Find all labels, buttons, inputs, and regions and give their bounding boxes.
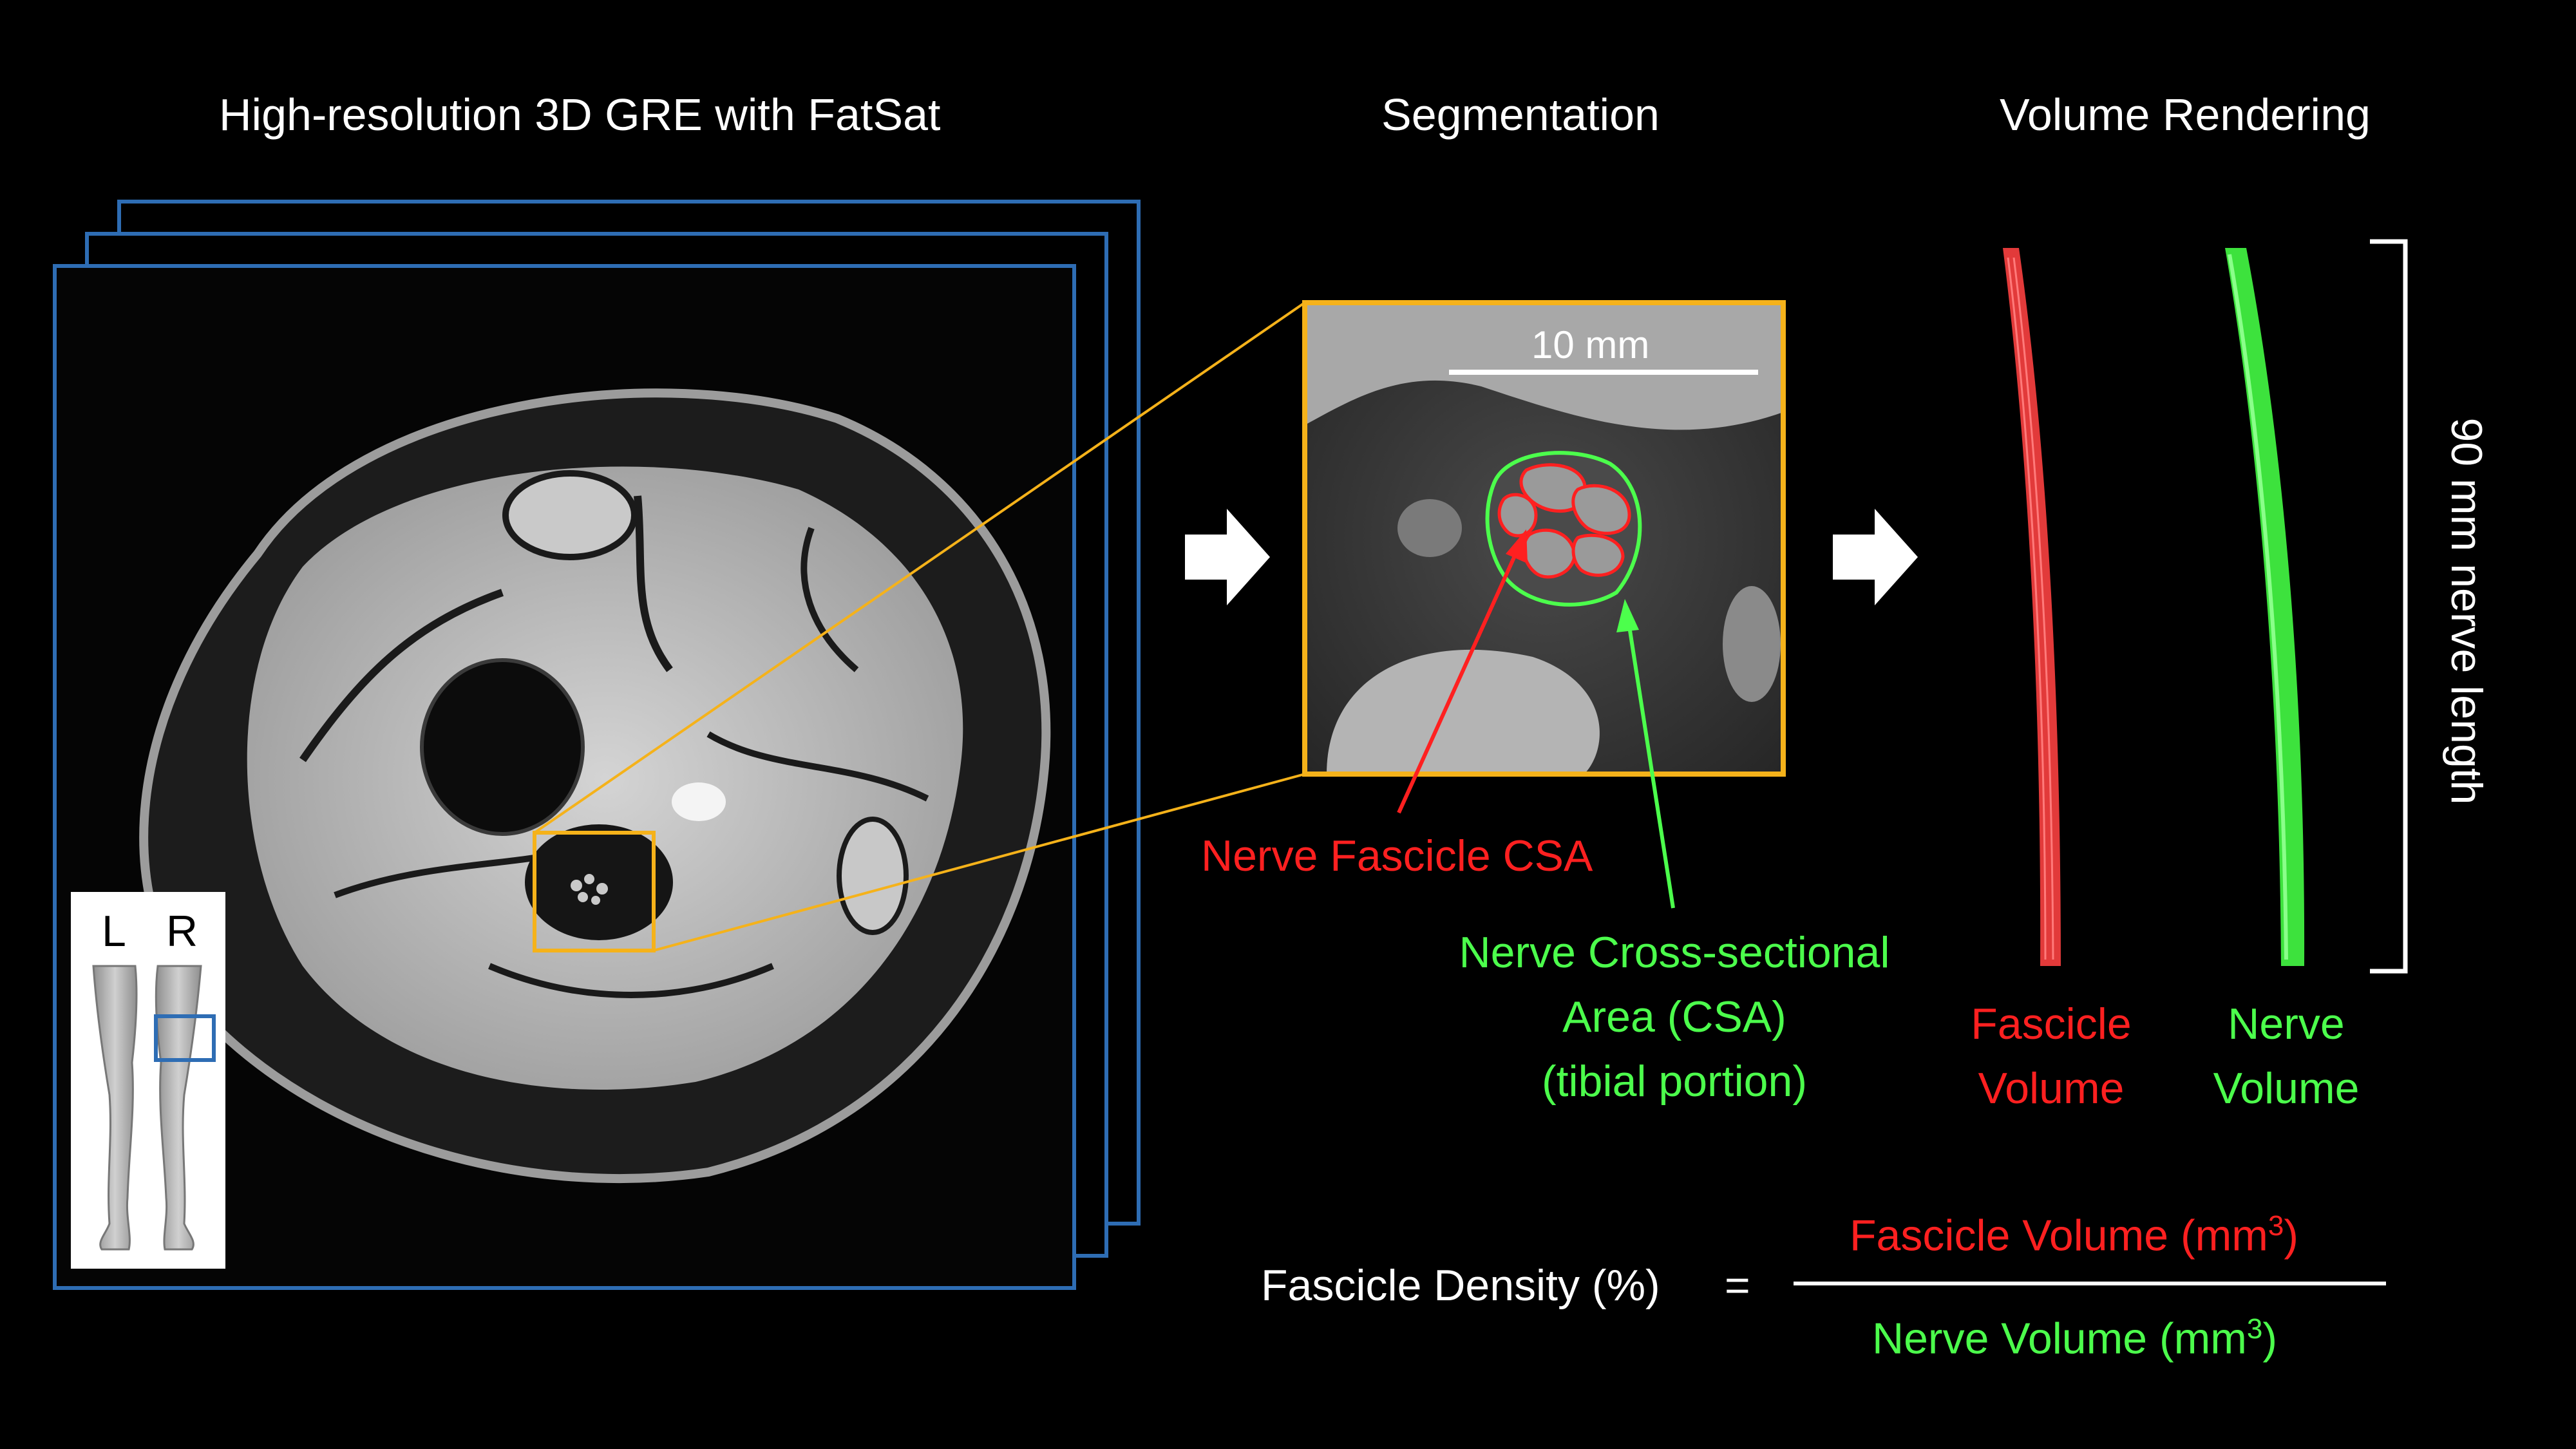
- lateral-muscle: [837, 817, 909, 935]
- fascicle-csa-pointer: [1397, 529, 1528, 814]
- nerve-csa-label-line3: (tibial portion): [1542, 1057, 1807, 1106]
- fascial-line: [634, 495, 673, 672]
- numerator-exponent: 3: [2268, 1210, 2284, 1242]
- zoom-muscle-top: [1305, 303, 1783, 430]
- header-mri: High-resolution 3D GRE with FatSat: [219, 90, 941, 140]
- formula-denominator: Nerve Volume (mm3): [1872, 1315, 2277, 1361]
- fascial-line: [800, 527, 859, 672]
- inset-location-box: [154, 1014, 216, 1062]
- fascicle-volume-label-line1: Fascicle: [1971, 999, 2132, 1048]
- formula-lhs: Fascicle Density (%): [1261, 1261, 1660, 1310]
- nerve-length-label: 90 mm nerve length: [2442, 417, 2491, 805]
- denominator-text: Nerve Volume (mm: [1872, 1314, 2247, 1363]
- blood-vessel: [672, 782, 726, 821]
- nerve-fascicles-small: [571, 874, 608, 905]
- fascial-line: [299, 589, 504, 762]
- fascicle-volume-rendering: [2003, 248, 2061, 966]
- zoom-projection-line-top: [533, 301, 1306, 834]
- arrow-right-icon: [1833, 509, 1918, 605]
- fascicle-strands: [2007, 257, 2054, 960]
- zoom-frame: [1302, 300, 1786, 777]
- fascial-line: [706, 731, 929, 802]
- denominator-exponent: 3: [2246, 1313, 2263, 1345]
- right-leg-drawing: [155, 965, 202, 1251]
- segmentation-zoom-panel: [1305, 303, 1783, 774]
- fascicle-volume-label-line2: Volume: [1978, 1064, 2125, 1113]
- leg-inset: [71, 892, 225, 1269]
- length-bracket: [2370, 239, 2408, 974]
- nerve-csa-label-line1: Nerve Cross-sectional: [1459, 928, 1890, 977]
- nerve-volume-label-line2: Volume: [2213, 1064, 2360, 1113]
- header-volume-rendering: Volume Rendering: [2000, 90, 2371, 140]
- nerve-volume-label-line1: Nerve: [2228, 999, 2345, 1048]
- muscle-mass: [247, 466, 963, 1090]
- fascicle-csa-label: Nerve Fascicle CSA: [1201, 831, 1593, 880]
- fascial-line: [488, 963, 774, 998]
- formula-equals: =: [1725, 1261, 1750, 1310]
- numerator-text: Fascicle Volume (mm: [1850, 1211, 2268, 1260]
- numerator-close: ): [2284, 1211, 2299, 1260]
- inset-right-label: R: [166, 907, 198, 956]
- fascicle-outlines: [1497, 463, 1631, 579]
- femur-bone: [420, 658, 585, 836]
- sciatic-fat-region: [525, 824, 673, 940]
- formula-numerator: Fascicle Volume (mm3): [1850, 1212, 2298, 1258]
- header-segmentation: Segmentation: [1381, 90, 1660, 140]
- arrow-right-icon: [1185, 509, 1270, 605]
- inset-left-label: L: [102, 907, 126, 956]
- zoom-vessel-right: [1723, 586, 1781, 702]
- inset-background: [71, 892, 225, 1269]
- denominator-close: ): [2262, 1314, 2278, 1363]
- scale-bar-label: 10 mm: [1531, 323, 1650, 366]
- zoom-muscle-bottom: [1327, 649, 1600, 774]
- nerve-csa-label-line2: Area (CSA): [1562, 992, 1786, 1041]
- region-highlight-box: [533, 831, 656, 952]
- rectus-muscle: [502, 470, 638, 560]
- nerve-volume-highlight: [2228, 254, 2288, 960]
- zoom-adjacent-structure: [1397, 499, 1462, 557]
- nerve-csa-pointer: [1616, 599, 1675, 909]
- left-leg-drawing: [92, 965, 138, 1251]
- zoom-projection-line-bottom: [653, 773, 1305, 952]
- nerve-volume-rendering: [2225, 248, 2305, 966]
- thigh-cross-section: [139, 388, 1051, 1184]
